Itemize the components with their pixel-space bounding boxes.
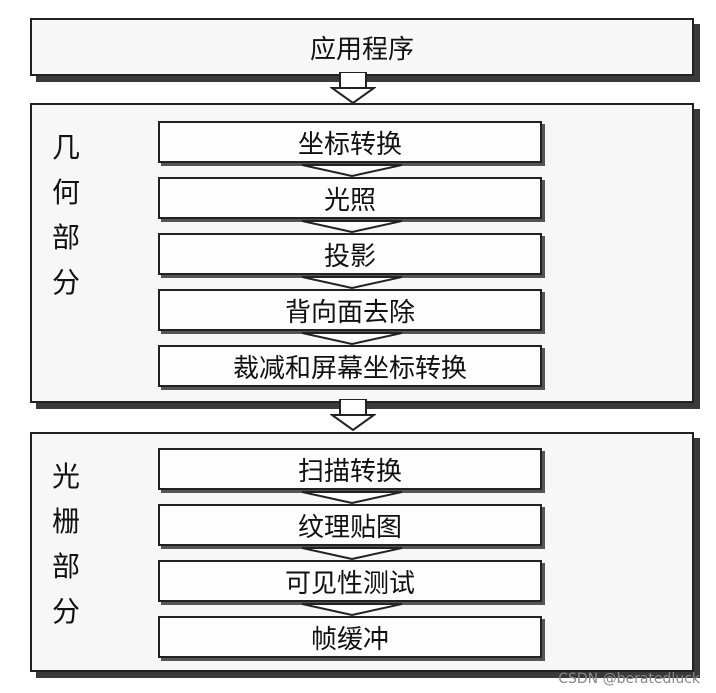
arrow-down-icon	[302, 276, 402, 289]
raster-section-label: 光 栅 部 分	[52, 454, 80, 634]
label-char: 部	[52, 221, 81, 254]
label-char: 分	[52, 595, 81, 628]
arrow-down-icon	[302, 332, 402, 345]
stage-label: 光照	[323, 185, 376, 216]
raster-section: 光 栅 部 分 扫描转换 纹理贴图 可见性测试 帧缓冲	[30, 432, 694, 672]
stage-label: 坐标转换	[297, 129, 402, 160]
arrow-down-icon	[302, 603, 402, 616]
stage-visibility-test: 可见性测试	[158, 560, 542, 602]
stage-label: 扫描转换	[297, 456, 402, 487]
label-char: 几	[52, 131, 81, 164]
watermark: CSDN @beratedluck	[558, 671, 700, 687]
stage-scan-conversion: 扫描转换	[158, 448, 542, 490]
stage-texture-mapping: 纹理贴图	[158, 504, 542, 546]
stage-lighting: 光照	[158, 177, 542, 219]
stage-label: 背向面去除	[284, 297, 415, 328]
application-panel: 应用程序	[30, 18, 694, 76]
label-char: 光	[52, 460, 81, 493]
stage-frame-buffer: 帧缓冲	[158, 616, 542, 658]
arrow-down-icon	[302, 220, 402, 233]
stage-coordinate-transform: 坐标转换	[158, 121, 542, 163]
stage-label: 帧缓冲	[310, 624, 389, 655]
label-char: 部	[52, 550, 81, 583]
arrow-down-icon	[330, 399, 376, 431]
label-char: 分	[52, 266, 81, 299]
stage-label: 投影	[323, 241, 376, 272]
geometry-section-label: 几 何 部 分	[52, 125, 80, 305]
stage-projection: 投影	[158, 233, 542, 275]
arrow-down-icon	[302, 547, 402, 560]
stage-label: 裁减和屏幕坐标转换	[232, 353, 467, 384]
label-char: 何	[52, 176, 81, 209]
geometry-section: 几 何 部 分 坐标转换 光照 投影 背向面去除 裁减和屏幕坐标转换	[30, 103, 694, 403]
stage-label: 可见性测试	[284, 568, 415, 599]
stage-clipping-screen-transform: 裁减和屏幕坐标转换	[158, 345, 542, 387]
arrow-down-icon	[302, 491, 402, 504]
application-title: 应用程序	[309, 34, 414, 65]
label-char: 栅	[52, 505, 81, 538]
stage-backface-culling: 背向面去除	[158, 289, 542, 331]
stage-label: 纹理贴图	[297, 512, 402, 543]
arrow-down-icon	[302, 164, 402, 177]
arrow-down-icon	[330, 72, 376, 104]
